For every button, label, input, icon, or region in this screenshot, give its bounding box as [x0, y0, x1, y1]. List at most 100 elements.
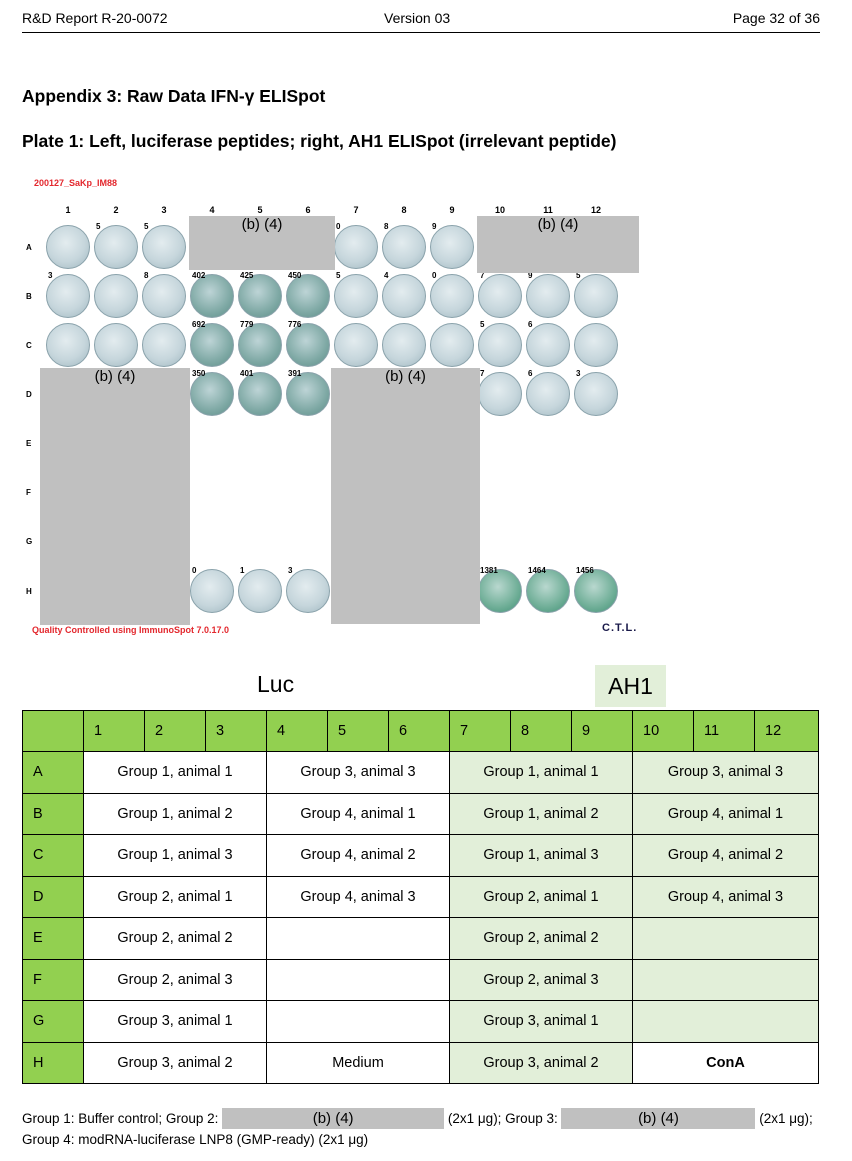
- well-spot-count: 4: [384, 271, 389, 280]
- table-row: H Group 3, animal 2 Medium Group 3, anim…: [22, 1041, 819, 1084]
- plate-well: [430, 323, 474, 367]
- table-cell: [266, 917, 450, 960]
- column-header: 2: [144, 710, 206, 752]
- redaction-box: (b) (4): [222, 1108, 445, 1129]
- plate-column-number: 5: [257, 205, 263, 215]
- table-row: B Group 1, animal 2 Group 4, animal 1 Gr…: [22, 792, 819, 835]
- table-row: G Group 3, animal 1 Group 3, animal 1: [22, 1000, 819, 1043]
- table-cell: Group 1, animal 1: [449, 751, 633, 794]
- table-cell: Group 2, animal 1: [449, 875, 633, 918]
- plate-footer: Quality Controlled using ImmunoSpot 7.0.…: [32, 625, 230, 635]
- plate-row-letter: G: [26, 537, 33, 546]
- plate-well: [334, 323, 378, 367]
- footnote-part: Group 1: Buffer control; Group 2:: [22, 1111, 219, 1126]
- plate-row-letter: H: [26, 587, 32, 596]
- row-header: D: [22, 875, 84, 918]
- well-spot-count: 450: [288, 271, 302, 280]
- plate-well: [94, 323, 138, 367]
- plate-well: [190, 323, 234, 367]
- plate-well: [46, 274, 90, 318]
- well-spot-count: 1381: [480, 566, 498, 575]
- column-header: [22, 710, 84, 752]
- well-spot-count: 8: [144, 271, 149, 280]
- well-spot-count: 5: [480, 320, 485, 329]
- table-cell: Group 3, animal 1: [83, 1000, 267, 1043]
- table-cell: Medium: [266, 1041, 450, 1084]
- plate-well: [238, 372, 282, 416]
- plate-well: [382, 225, 426, 269]
- column-header: 8: [510, 710, 572, 752]
- well-spot-count: 6: [528, 320, 533, 329]
- table-cell: Group 3, animal 3: [266, 751, 450, 794]
- well-spot-count: 402: [192, 271, 206, 280]
- appendix-title: Appendix 3: Raw Data IFN-γ ELISpot: [22, 86, 326, 106]
- well-spot-count: 0: [336, 222, 341, 231]
- row-header: F: [22, 958, 84, 1001]
- plate-row-letter: B: [26, 292, 32, 301]
- well-spot-count: 425: [240, 271, 254, 280]
- well-spot-count: 5: [336, 271, 341, 280]
- plate-well: [334, 274, 378, 318]
- plate-well: [478, 372, 522, 416]
- plate-well: [574, 274, 618, 318]
- redaction-box: (b) (4): [189, 216, 335, 270]
- well-spot-count: 9: [432, 222, 437, 231]
- report-number: R&D Report R-20-0072: [22, 10, 168, 26]
- redaction-box: (b) (4): [561, 1108, 756, 1129]
- plate-well: [142, 225, 186, 269]
- plate-column-number: 1: [65, 205, 71, 215]
- plate-column-number: 7: [353, 205, 359, 215]
- well-spot-count: 8: [384, 222, 389, 231]
- table-row: E Group 2, animal 2 Group 2, animal 2: [22, 917, 819, 960]
- table-cell: [632, 917, 819, 960]
- ctl-logo: C.T.L.: [602, 622, 638, 634]
- group-footnote: Group 1: Buffer control; Group 2: (b) (4…: [22, 1108, 828, 1150]
- row-header: E: [22, 917, 84, 960]
- column-header: 12: [754, 710, 819, 752]
- table-cell: Group 4, animal 2: [266, 834, 450, 877]
- table-cell: Group 3, animal 2: [449, 1041, 633, 1084]
- table-cell: Group 2, animal 3: [449, 958, 633, 1001]
- plate-well: [478, 274, 522, 318]
- table-cell: Group 4, animal 1: [632, 792, 819, 835]
- well-spot-count: 776: [288, 320, 302, 329]
- plate-well: [430, 274, 474, 318]
- page-number: Page 32 of 36: [732, 10, 820, 26]
- well-spot-count: 5: [576, 271, 581, 280]
- well-spot-count: 5: [96, 222, 101, 231]
- row-header: H: [22, 1041, 84, 1084]
- table-cell: Group 1, animal 1: [83, 751, 267, 794]
- well-spot-count: 5: [144, 222, 149, 231]
- row-header: C: [22, 834, 84, 877]
- plate-well: [238, 323, 282, 367]
- redaction-box: (b) (4): [477, 216, 639, 273]
- well-spot-count: 1464: [528, 566, 546, 575]
- column-header: 4: [266, 710, 328, 752]
- plate-row-letter: A: [26, 243, 32, 252]
- plate-well: [574, 569, 618, 613]
- table-cell: Group 4, animal 2: [632, 834, 819, 877]
- plate-well: [286, 372, 330, 416]
- plate-well: [286, 323, 330, 367]
- plate-well: [574, 372, 618, 416]
- table-cell: [632, 1000, 819, 1043]
- plate-column-number: 10: [494, 205, 505, 215]
- plate-well: [94, 274, 138, 318]
- plate-column-number: 4: [209, 205, 215, 215]
- table-row: F Group 2, animal 3 Group 2, animal 3: [22, 958, 819, 1001]
- well-spot-count: 6: [528, 369, 533, 378]
- table-cell: [266, 1000, 450, 1043]
- plate-column-number: 8: [401, 205, 407, 215]
- row-header: G: [22, 1000, 84, 1043]
- plate-title: Plate 1: Left, luciferase peptides; righ…: [22, 131, 617, 151]
- well-spot-count: 9: [528, 271, 533, 280]
- well-spot-count: 779: [240, 320, 254, 329]
- table-cell: Group 1, animal 3: [83, 834, 267, 877]
- well-spot-count: 350: [192, 369, 206, 378]
- plate-well: [286, 569, 330, 613]
- redaction-box: (b) (4): [40, 368, 190, 625]
- plate-well: [430, 225, 474, 269]
- plate-well: [94, 225, 138, 269]
- table-cell: Group 1, animal 3: [449, 834, 633, 877]
- table-row: A Group 1, animal 1 Group 3, animal 3 Gr…: [22, 751, 819, 794]
